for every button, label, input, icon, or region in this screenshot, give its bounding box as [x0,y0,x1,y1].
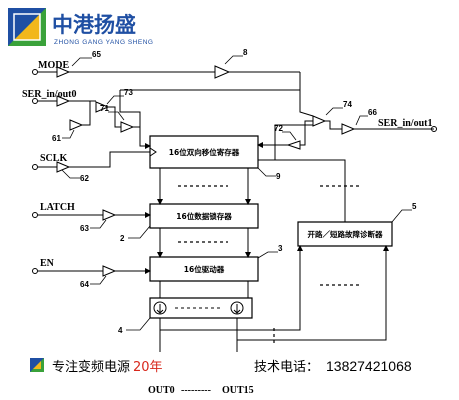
en-label: EN [40,258,55,269]
shift-register-label: 16位双向移位寄存器 [169,147,240,157]
ref-9: 9 [276,172,281,181]
brand-name-en: ZHONG GANG YANG SHENG [54,39,153,46]
buffer-61 [70,120,82,130]
footer-logo-icon [30,358,44,372]
footer-slogan: 专注变频电源 [52,359,130,375]
footer-phone-label: 技术电话： [254,360,319,375]
footer-banner: 专注变频电源 20年 技术电话： 13827421068 [6,352,453,380]
ref-8: 8 [243,48,248,57]
ser0-terminal [33,99,38,104]
gate-71 [121,122,133,132]
ref-61: 61 [52,134,61,143]
buffer-66 [342,124,354,134]
buffer-73 [96,102,108,112]
ser1-label: SER_in/out1 [378,118,432,129]
brand-name-cn: 中港扬盛 [52,13,136,37]
ref-5: 5 [412,202,417,211]
ref-64: 64 [80,280,89,289]
sclk-terminal [33,165,38,170]
en-terminal [33,269,38,274]
out0-label: OUT0 [148,385,175,396]
ref-4: 4 [118,326,123,335]
footer-slogan-highlight: 20年 [133,360,163,375]
buffer-8 [215,66,229,78]
ref-2: 2 [120,234,125,243]
buffer-latch [103,210,115,220]
ref-65: 65 [92,50,101,59]
out15-label: OUT15 [222,385,254,396]
buffer-74 [313,116,325,126]
out-dashes: --------- [181,385,211,396]
company-logo [8,8,46,46]
ref-66: 66 [368,108,377,117]
latch-terminal [33,213,38,218]
diagnostics-block: 开路／短路故障诊断器 [298,222,392,246]
shift-register-block: 16位双向移位寄存器 [150,136,258,168]
sclk-label: SCLK [40,153,67,164]
driver-block: 16位驱动器 [150,257,258,281]
latch-label: LATCH [40,202,75,213]
ref-72: 72 [274,124,283,133]
mode-label: MODE [38,60,69,71]
buffer-en [103,266,115,276]
data-latch-block: 16位数据锁存器 [150,204,258,228]
ref-73: 73 [124,88,133,97]
driver-label: 16位驱动器 [184,264,225,274]
ser0-label: SER_in/out0 [22,89,76,100]
ref-3: 3 [278,244,283,253]
mode-terminal [33,70,38,75]
gate-72 [288,141,300,149]
diagnostics-label: 开路／短路故障诊断器 [308,229,383,239]
footer-phone-number: 13827421068 [326,358,412,374]
ref-74: 74 [343,100,352,109]
ref-62: 62 [80,174,89,183]
ref-71: 71 [100,104,109,113]
data-latch-label: 16位数据锁存器 [176,211,232,221]
ref-63: 63 [80,224,89,233]
output-stage [150,298,252,318]
